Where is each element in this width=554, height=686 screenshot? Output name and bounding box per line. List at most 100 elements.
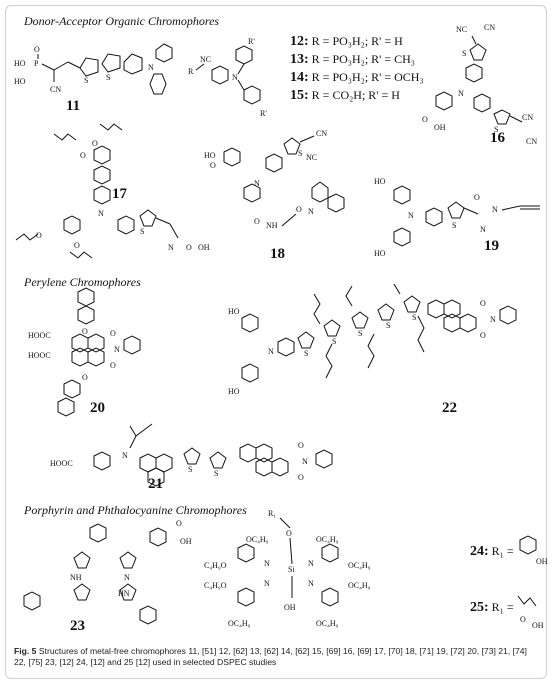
structure-24-25-core: R₁ O Si OH OC₄H₉ OC₄H₉ C₄H₉O OC₄H₉ C₄H₉O… <box>204 509 371 628</box>
structure-21: HOOC N S S O N O <box>50 423 333 487</box>
svg-text:O: O <box>186 243 192 252</box>
svg-text:N: N <box>308 559 314 568</box>
compound-label-11: 11 <box>66 98 81 114</box>
svg-text:N: N <box>308 207 314 216</box>
compound-label-23: 23 <box>70 618 85 634</box>
svg-text:OC₄H₉: OC₄H₉ <box>348 581 371 590</box>
svg-text:O: O <box>82 327 88 336</box>
compound-label-16: 16 <box>490 130 505 146</box>
section-title-donor-acceptor: Donor-Acceptor Organic Chromophores <box>24 14 220 28</box>
svg-text:HO: HO <box>14 77 26 86</box>
svg-text:S: S <box>494 125 498 134</box>
figure-caption: Fig. 5 Structures of metal-free chromoph… <box>14 646 540 668</box>
svg-text:O: O <box>36 231 42 240</box>
r1-group-25: O OH <box>517 595 544 630</box>
svg-text:O: O <box>480 299 486 308</box>
structure-18: HO O N S CN NC O NH O N <box>204 129 345 230</box>
svg-text:O: O <box>286 529 292 538</box>
svg-text:CN: CN <box>484 23 495 32</box>
svg-text:NC: NC <box>306 153 317 162</box>
svg-text:O: O <box>254 217 260 226</box>
svg-text:NH: NH <box>70 573 82 582</box>
svg-text:OH: OH <box>284 603 296 612</box>
svg-text:O: O <box>92 139 98 148</box>
r-def-15: 15: R = CO₂H; R' = H <box>290 88 400 103</box>
svg-text:N: N <box>492 205 498 214</box>
svg-text:S: S <box>304 349 308 358</box>
svg-text:N: N <box>114 345 120 354</box>
svg-text:CN: CN <box>522 113 533 122</box>
svg-text:NC: NC <box>456 25 467 34</box>
svg-text:N: N <box>122 451 128 460</box>
svg-text:OH: OH <box>198 243 210 252</box>
svg-text:CN: CN <box>50 85 61 94</box>
svg-text:OC₄H₉: OC₄H₉ <box>246 535 269 544</box>
svg-text:OH: OH <box>532 621 544 630</box>
svg-text:HO: HO <box>204 151 216 160</box>
svg-text:O: O <box>110 329 116 338</box>
svg-text:C₄H₉O: C₄H₉O <box>204 561 227 570</box>
svg-text:O: O <box>110 361 116 370</box>
svg-text:O: O <box>480 331 486 340</box>
svg-text:OC₄H₉: OC₄H₉ <box>316 535 339 544</box>
svg-text:N: N <box>264 559 270 568</box>
svg-text:N: N <box>98 209 104 218</box>
structure-23: O OH NH N HN <box>23 519 192 625</box>
svg-text:HO: HO <box>228 387 240 396</box>
svg-text:CN: CN <box>526 137 537 146</box>
svg-text:N: N <box>264 579 270 588</box>
svg-text:O: O <box>296 205 302 214</box>
svg-text:S: S <box>332 337 336 346</box>
svg-text:O: O <box>80 151 86 160</box>
compound-label-19: 19 <box>484 238 499 254</box>
svg-text:CN: CN <box>316 129 327 138</box>
svg-text:HOOC: HOOC <box>28 351 51 360</box>
svg-text:P: P <box>34 59 39 68</box>
svg-text:NH: NH <box>266 221 278 230</box>
svg-text:O: O <box>474 193 480 202</box>
r1-def-25: 25: R₁ = <box>470 600 514 615</box>
svg-text:N: N <box>408 211 414 220</box>
svg-text:HO: HO <box>14 59 26 68</box>
svg-text:R: R <box>188 67 194 76</box>
svg-text:HO: HO <box>374 177 386 186</box>
svg-text:S: S <box>106 73 110 82</box>
svg-text:OC₄H₉: OC₄H₉ <box>348 561 371 570</box>
svg-text:N: N <box>480 225 486 234</box>
svg-text:N: N <box>232 73 238 82</box>
svg-text:OH: OH <box>434 123 446 132</box>
svg-text:HO: HO <box>228 307 240 316</box>
svg-text:S: S <box>358 329 362 338</box>
compound-label-21: 21 <box>148 476 163 492</box>
r1-group-24: OH <box>519 535 548 566</box>
structure-12-15: R' R NC N R' <box>188 37 267 118</box>
svg-text:O: O <box>74 241 80 250</box>
svg-text:N: N <box>254 179 260 188</box>
svg-text:HO: HO <box>374 249 386 258</box>
svg-text:N: N <box>302 457 308 466</box>
svg-text:OH: OH <box>180 537 192 546</box>
svg-text:HOOC: HOOC <box>50 459 73 468</box>
svg-text:C₄H₉O: C₄H₉O <box>204 581 227 590</box>
compound-label-17: 17 <box>112 186 127 202</box>
svg-text:S: S <box>188 465 192 474</box>
structure-19: HO N S O N N HO <box>374 177 540 258</box>
svg-text:O: O <box>82 373 88 382</box>
structure-11: O HO P HO CN S S N <box>14 43 173 95</box>
svg-text:NC: NC <box>200 55 211 64</box>
section-title-perylene: Perylene Chromophores <box>24 275 141 289</box>
svg-text:S: S <box>214 469 218 478</box>
svg-text:HN: HN <box>118 589 130 598</box>
figure-frame <box>5 5 547 679</box>
svg-text:HOOC: HOOC <box>28 331 51 340</box>
svg-text:S: S <box>84 76 88 85</box>
structure-16: NC CN S N OH O S CN CN <box>422 23 537 146</box>
svg-text:O: O <box>422 115 428 124</box>
svg-text:R': R' <box>260 109 267 118</box>
svg-text:S: S <box>140 227 144 236</box>
svg-text:N: N <box>458 89 464 98</box>
svg-text:N: N <box>268 347 274 356</box>
svg-text:N: N <box>168 243 174 252</box>
svg-text:N: N <box>490 315 496 324</box>
svg-text:O: O <box>210 161 216 170</box>
